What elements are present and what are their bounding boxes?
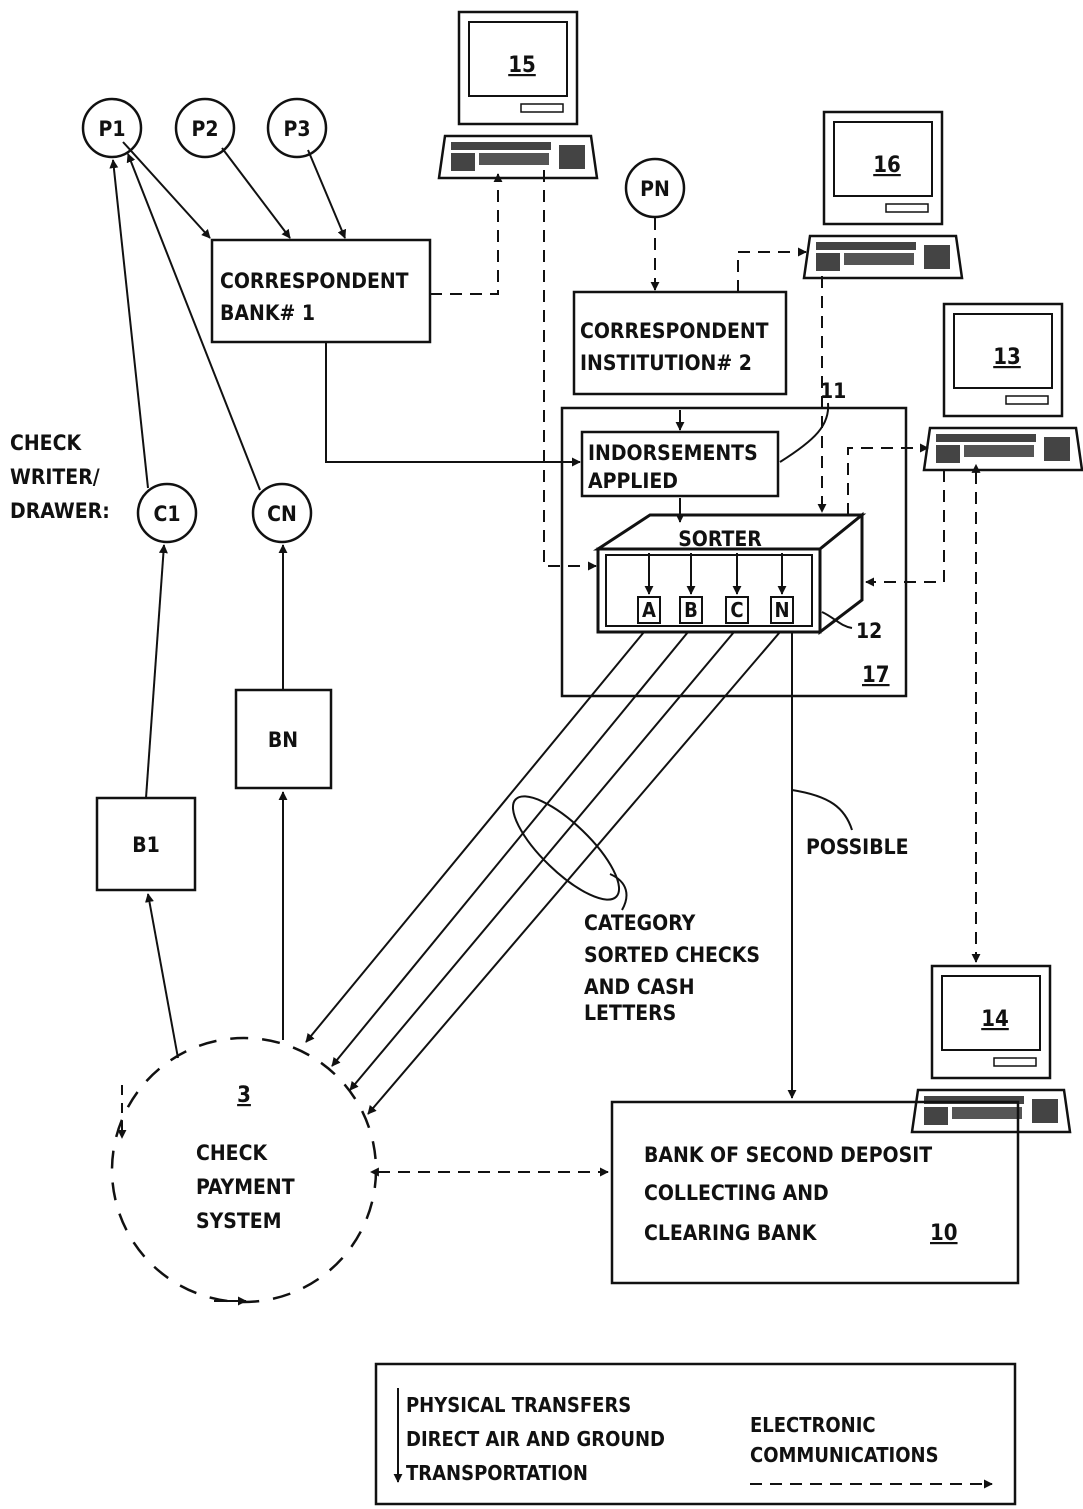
svg-text:COLLECTING AND: COLLECTING AND [644, 1181, 829, 1205]
node-p2: P2 [174, 97, 236, 159]
node-c1-label: C1 [153, 502, 180, 526]
svg-text:AND CASH: AND CASH [584, 975, 695, 999]
facility-ref: 17 [862, 663, 890, 688]
possible-label: POSSIBLE [806, 835, 909, 859]
bank-of-second-deposit: BANK OF SECOND DEPOSIT COLLECTING AND CL… [610, 1100, 1020, 1285]
svg-text:CORRESPONDENT: CORRESPONDENT [580, 319, 769, 343]
svg-text:CLEARING BANK: CLEARING BANK [644, 1221, 818, 1245]
check-writer-label: CHECK WRITER/ DRAWER: [10, 431, 110, 523]
indorsements-box: INDORSEMENTS APPLIED [580, 430, 780, 498]
computer-14-ref: 14 [981, 1007, 1009, 1032]
node-p3-label: P3 [284, 117, 311, 141]
sorter: SORTER A B C N [592, 511, 867, 636]
processing-facility: 17 [560, 406, 908, 698]
node-p1: P1 [81, 97, 143, 159]
node-p1-label: P1 [99, 117, 126, 141]
node-b1: B1 [95, 796, 197, 892]
svg-text:INDORSEMENTS: INDORSEMENTS [588, 441, 758, 465]
svg-text:CHECK: CHECK [196, 1141, 268, 1165]
node-p3: P3 [266, 97, 328, 159]
computer-13-ref: 13 [993, 345, 1021, 370]
svg-text:BN: BN [268, 728, 298, 752]
legend-electronic-line-2: COMMUNICATIONS [750, 1443, 939, 1467]
sorter-title: SORTER [678, 527, 762, 551]
svg-text:CORRESPONDENT: CORRESPONDENT [220, 269, 409, 293]
correspondent-bank-1: CORRESPONDENT BANK# 1 [210, 238, 432, 344]
node-bn: BN [234, 688, 333, 790]
computer-16: 16 [802, 110, 964, 280]
svg-text:CATEGORY: CATEGORY [584, 911, 696, 935]
node-cn: CN [251, 482, 313, 544]
check-payment-system: 3 CHECK PAYMENT SYSTEM [110, 1036, 378, 1304]
svg-text:DRAWER:: DRAWER: [10, 499, 110, 523]
svg-text:WRITER/: WRITER/ [10, 465, 100, 489]
svg-text:INSTITUTION# 2: INSTITUTION# 2 [580, 351, 752, 375]
node-pn-label: PN [640, 177, 670, 201]
svg-text:APPLIED: APPLIED [588, 469, 678, 493]
computer-15: 15 [437, 10, 599, 180]
svg-text:SORTED CHECKS: SORTED CHECKS [584, 943, 760, 967]
legend-physical-line-3: TRANSPORTATION [406, 1461, 588, 1485]
svg-text:PAYMENT: PAYMENT [196, 1175, 295, 1199]
svg-text:BANK# 1: BANK# 1 [220, 301, 315, 325]
category-label: CATEGORY SORTED CHECKS AND CASH LETTERS [584, 911, 760, 1025]
sorter-ref: 12 [856, 619, 882, 643]
sorter-bin-n: N [774, 598, 789, 622]
sorter-bin-a: A [642, 598, 656, 622]
correspondent-institution-2: CORRESPONDENT INSTITUTION# 2 [572, 290, 788, 396]
node-p2-label: P2 [192, 117, 219, 141]
svg-text:BANK OF SECOND DEPOSIT: BANK OF SECOND DEPOSIT [644, 1143, 932, 1167]
sorter-bin-c: C [730, 598, 743, 622]
svg-text:SYSTEM: SYSTEM [196, 1209, 282, 1233]
computer-13: 13 [922, 302, 1083, 472]
svg-text:B1: B1 [132, 833, 160, 857]
system-ref: 3 [237, 1083, 251, 1108]
computer-16-ref: 16 [873, 153, 901, 178]
svg-text:CHECK: CHECK [10, 431, 82, 455]
legend-physical-line-2: DIRECT AIR AND GROUND [406, 1427, 665, 1451]
computer-15-ref: 15 [508, 53, 536, 78]
node-pn: PN [624, 157, 686, 219]
sorter-bin-b: B [684, 598, 698, 622]
legend-electronic-line-1: ELECTRONIC [750, 1413, 876, 1437]
computer-14: 14 [910, 964, 1072, 1134]
node-cn-label: CN [267, 502, 297, 526]
indorser-ref: 11 [820, 379, 846, 403]
bank-ref: 10 [930, 1221, 958, 1246]
legend-physical-line-1: PHYSICAL TRANSFERS [406, 1393, 631, 1417]
svg-text:LETTERS: LETTERS [584, 1001, 676, 1025]
legend: PHYSICAL TRANSFERS DIRECT AIR AND GROUND… [374, 1362, 1017, 1506]
node-c1: C1 [136, 482, 198, 544]
